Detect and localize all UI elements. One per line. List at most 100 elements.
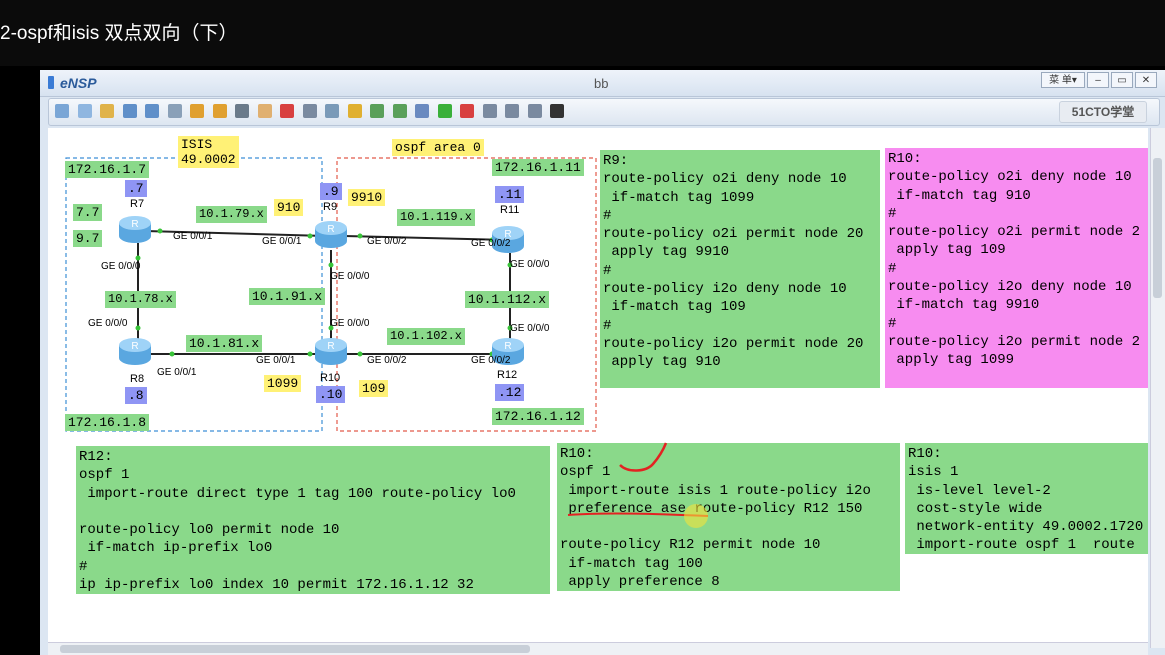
net-79-label: 10.1.79.x xyxy=(196,206,267,223)
config-line: cost-style wide xyxy=(908,500,1043,517)
app-name: eNSP xyxy=(60,75,97,91)
horizontal-scrollbar[interactable] xyxy=(48,642,1148,655)
left-margin xyxy=(0,66,40,655)
palette-icon[interactable] xyxy=(347,104,362,118)
start-icon[interactable] xyxy=(437,104,452,118)
zoom-out-icon[interactable] xyxy=(392,104,407,118)
r10-policy-note: R10:route-policy o2i deny node 10 if-mat… xyxy=(885,148,1148,388)
new-icon[interactable] xyxy=(77,104,92,118)
save-icon[interactable] xyxy=(122,104,137,118)
port-r9-ge000: GE 0/0/0 xyxy=(330,271,370,282)
net-78-label: 10.1.78.x xyxy=(105,291,176,308)
r7-label-a: 7.7 xyxy=(73,204,103,221)
menu-button[interactable]: 菜 单▾ xyxy=(1041,72,1085,88)
horizontal-scroll-thumb[interactable] xyxy=(60,645,530,653)
config-line: # xyxy=(888,315,897,332)
r9-id-label: .9 xyxy=(320,183,342,200)
terminal-icon[interactable] xyxy=(550,104,564,118)
stop-icon[interactable] xyxy=(460,104,474,118)
config-line: if-match ip-prefix lo0 xyxy=(79,540,273,557)
ospf-area-label: ospf area 0 xyxy=(392,139,484,156)
svg-text:R: R xyxy=(131,341,138,352)
config-line: route-policy i2o deny node 10 xyxy=(603,281,847,298)
config-line: apply tag 109 xyxy=(888,242,1006,259)
save-as-icon[interactable] xyxy=(145,104,159,118)
config-line: preference ase route-policy R12 150 xyxy=(560,500,863,517)
net-119-label: 10.1.119.x xyxy=(397,209,476,226)
port-r8-ge000: GE 0/0/0 xyxy=(88,318,128,329)
ospf-area-border xyxy=(336,157,597,432)
router-r8-name: R8 xyxy=(130,373,145,385)
r9-config-note: R9:route-policy o2i deny node 10 if-matc… xyxy=(600,150,880,388)
router-r12-icon[interactable]: R xyxy=(491,336,525,366)
config-line: if-match tag 1099 xyxy=(603,189,755,206)
fit-icon[interactable] xyxy=(415,104,429,118)
delete-icon[interactable] xyxy=(280,104,294,118)
restore-button[interactable]: ▭ xyxy=(1111,72,1133,88)
config-line: import-route isis 1 route-policy i2o xyxy=(560,482,871,499)
port-r7-ge001: GE 0/0/1 xyxy=(173,231,213,242)
net-91-label: 10.1.91.x xyxy=(249,288,326,305)
tag-9910-label: 9910 xyxy=(348,189,386,206)
video-title: 2-ospf和isis 双点双向（下） xyxy=(0,0,1165,66)
config-line: R10: xyxy=(908,446,942,462)
config-line: # xyxy=(603,207,612,224)
vertical-scroll-thumb[interactable] xyxy=(1153,158,1162,298)
tag-1099-label: 1099 xyxy=(264,375,302,392)
config-line: # xyxy=(888,205,897,222)
print-icon[interactable] xyxy=(167,104,182,118)
undo-icon[interactable] xyxy=(190,104,204,118)
tag-109-label: 109 xyxy=(359,380,389,397)
config-line xyxy=(79,503,547,521)
config-line: route-policy lo0 permit node 10 xyxy=(79,522,340,539)
port-r11-ge002: GE 0/0/2 xyxy=(471,238,511,249)
close-button[interactable]: ✕ xyxy=(1135,72,1157,88)
svg-text:R: R xyxy=(504,341,511,352)
r11-loopback-label: 172.16.1.11 xyxy=(492,159,584,176)
r8-loopback-label: 172.16.1.8 xyxy=(65,414,150,431)
settings-icon[interactable] xyxy=(527,104,542,118)
isis-area-label: ISIS 49.0002 xyxy=(178,136,239,168)
text-icon[interactable] xyxy=(325,104,339,118)
vertical-scrollbar[interactable] xyxy=(1150,128,1165,648)
topology-canvas[interactable]: R R R R R R R7 R8 R9 R10 R11 R12 ISIS 49… xyxy=(48,128,1148,648)
config-line: # xyxy=(79,558,88,575)
svg-text:R: R xyxy=(504,229,511,240)
r11-id-label: .11 xyxy=(495,186,525,203)
hand-icon[interactable] xyxy=(257,104,272,118)
port-r10-ge001: GE 0/0/1 xyxy=(256,355,296,366)
net-81-label: 10.1.81.x xyxy=(186,335,263,352)
config-line: route-policy R12 permit node 10 xyxy=(560,537,821,554)
r7-id-label: .7 xyxy=(125,180,147,197)
router-r7-icon[interactable]: R xyxy=(118,214,152,244)
router-r9-name: R9 xyxy=(323,201,338,213)
select-icon[interactable] xyxy=(235,104,249,118)
capture-icon[interactable] xyxy=(482,104,497,118)
r10-id-label: .10 xyxy=(316,386,346,403)
router-r10-name: R10 xyxy=(320,372,341,384)
brand-logo: 51CTO学堂 xyxy=(1059,101,1147,123)
new-topology-icon[interactable] xyxy=(55,104,69,118)
svg-text:R: R xyxy=(131,219,138,230)
redo-icon[interactable] xyxy=(212,104,227,118)
minimize-button[interactable]: – xyxy=(1087,72,1109,88)
config-line: network-entity 49.0002.1720 xyxy=(908,519,1144,536)
router-r8-icon[interactable]: R xyxy=(118,336,152,366)
net-112-label: 10.1.112.x xyxy=(465,291,550,308)
port-r11-ge000: GE 0/0/0 xyxy=(510,259,550,270)
router-r9-icon[interactable]: R xyxy=(314,219,348,249)
config-line xyxy=(560,518,897,536)
topology-icon[interactable] xyxy=(505,104,519,118)
open-icon[interactable] xyxy=(100,104,114,118)
config-line: ip ip-prefix lo0 index 10 permit 172.16.… xyxy=(79,577,474,594)
zoom-in-icon[interactable] xyxy=(370,104,384,118)
router-r11-icon[interactable]: R xyxy=(491,224,525,254)
r7-loopback-label: 172.16.1.7 xyxy=(65,161,150,178)
config-line: if-match tag 9910 xyxy=(888,297,1040,314)
config-line: ospf 1 xyxy=(79,467,130,484)
router-r10-icon[interactable]: R xyxy=(314,336,348,366)
config-line: if-match tag 910 xyxy=(888,187,1031,204)
ensp-window: eNSP bb 菜 单▾ – ▭ ✕ 51CTO学堂 xyxy=(40,70,1165,655)
delete-all-icon[interactable] xyxy=(302,104,317,118)
port-r12-ge000: GE 0/0/0 xyxy=(510,323,550,334)
